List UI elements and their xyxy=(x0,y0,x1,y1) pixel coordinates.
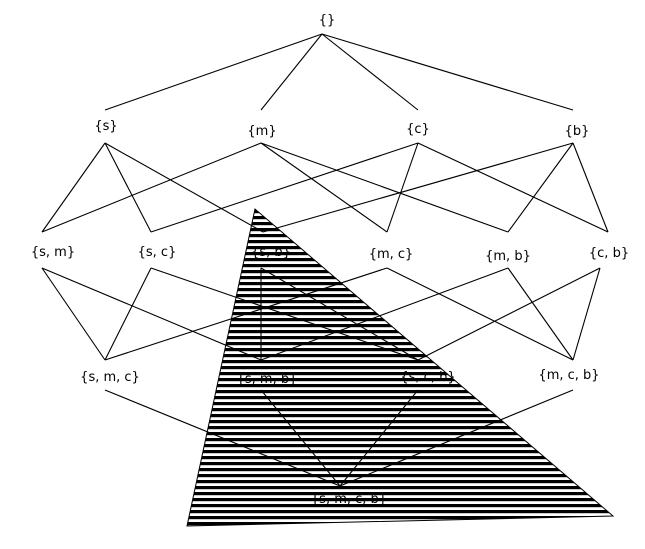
edge-b-sb xyxy=(262,142,574,233)
node-m: {m} xyxy=(247,124,276,139)
hatched-triangle-region xyxy=(186,208,615,527)
node-sb: {s, b} xyxy=(251,245,291,260)
edge-empty-b xyxy=(321,33,574,111)
edge-cb-scb xyxy=(417,267,601,361)
edge-cb-mcb xyxy=(572,267,601,361)
node-c: {c} xyxy=(406,122,430,137)
edge-s-sm xyxy=(41,142,106,233)
edge-mcb-smcb xyxy=(339,389,574,487)
node-sm: {s, m} xyxy=(31,245,75,260)
node-empty: {} xyxy=(319,13,336,28)
edge-mc-mcb xyxy=(386,267,574,361)
edge-mc-smc xyxy=(104,267,388,361)
edge-smb-smcb xyxy=(260,389,341,487)
edge-b-cb xyxy=(572,142,609,233)
node-smb: {s, m, b} xyxy=(237,372,298,387)
edge-empty-c xyxy=(321,33,419,111)
node-cb: {c, b} xyxy=(589,246,629,261)
edge-smc-smcb xyxy=(104,389,341,487)
node-sc: {s, c} xyxy=(138,245,177,260)
edge-m-mc xyxy=(260,142,388,233)
edge-m-sm xyxy=(41,142,262,233)
node-mc: {m, c} xyxy=(369,247,414,262)
edge-c-cb xyxy=(417,142,609,233)
edge-s-sb xyxy=(104,142,264,233)
edge-mb-mcb xyxy=(507,267,574,361)
node-mb: {m, b} xyxy=(485,249,531,264)
edge-m-mb xyxy=(260,142,509,233)
edge-scb-smcb xyxy=(339,389,419,487)
edge-c-mc xyxy=(386,142,419,233)
edge-empty-m xyxy=(260,33,323,111)
edge-sm-smb xyxy=(41,267,262,361)
edge-sm-smc xyxy=(41,267,106,361)
edge-s-sc xyxy=(104,142,152,233)
node-scb: {s, c, b} xyxy=(400,370,455,385)
edges xyxy=(41,33,609,487)
edge-sb-scb xyxy=(260,267,419,361)
edge-sc-smc xyxy=(104,267,152,361)
edge-empty-s xyxy=(104,33,323,111)
edge-mb-smb xyxy=(260,267,509,361)
node-smc: {s, m, c} xyxy=(80,370,140,385)
node-mcb: {m, c, b} xyxy=(538,368,599,383)
node-b: {b} xyxy=(565,124,590,139)
node-smcb: {s, m, c, b} xyxy=(311,492,387,507)
node-s: {s} xyxy=(94,119,117,134)
edge-b-mb xyxy=(507,142,574,233)
edge-c-sc xyxy=(150,142,419,233)
edge-sc-scb xyxy=(150,267,419,361)
node-labels: {} {s} {m} {c} {b} {s, m} {s, c} {s, b} … xyxy=(31,13,629,507)
